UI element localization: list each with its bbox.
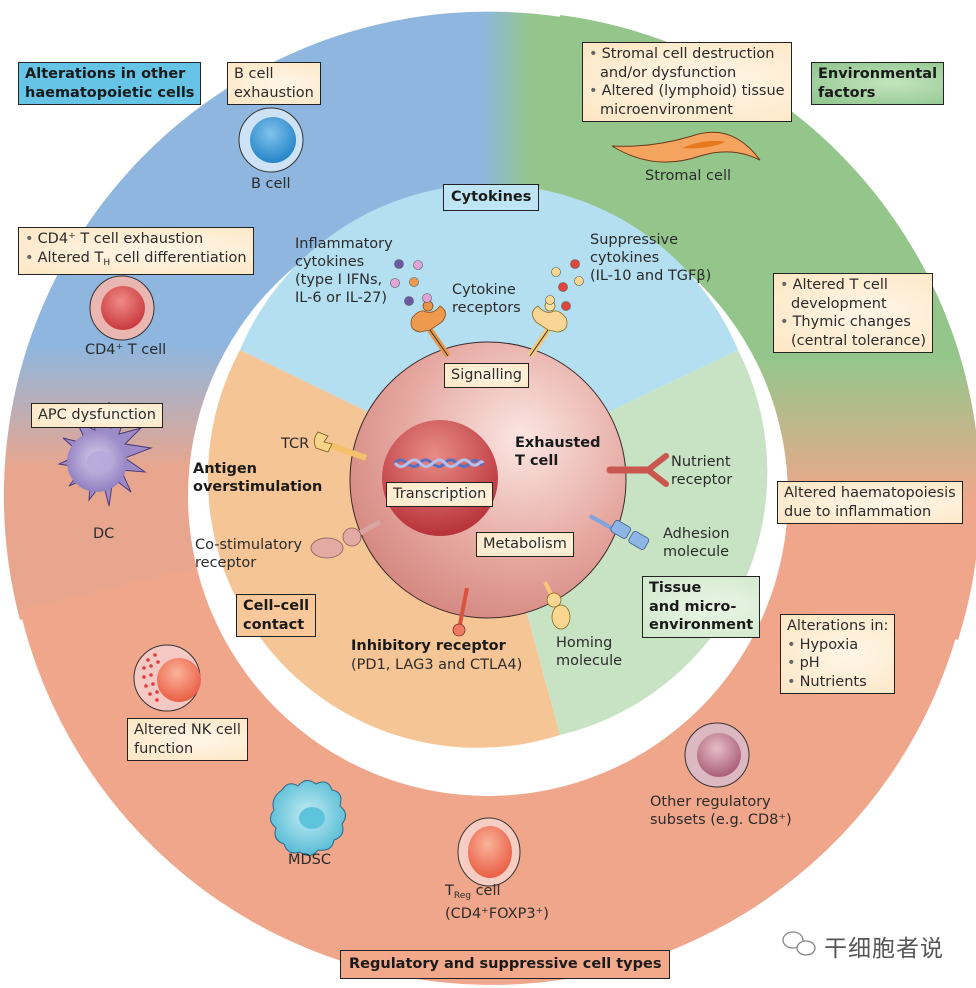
cd4-box: CD4⁺ T cell exhaustion Altered TH cell d… [18, 227, 254, 275]
b-cell-icon [238, 107, 304, 173]
tcr-icon [314, 431, 368, 461]
haematopoiesis-box: Altered haematopoiesis due to inflammati… [777, 481, 963, 524]
mdsc-label: MDSC [288, 852, 332, 868]
inflammatory-receptor-icon [410, 300, 451, 358]
cytokine-receptors-label: Cytokine receptors [452, 282, 521, 316]
tcr-label: TCR [281, 436, 310, 452]
cd4-t-cell-icon [89, 275, 155, 341]
suppressive-cytokines-label: Suppressive cytokines (IL-10 and TGFβ) [590, 232, 712, 284]
alterations-box: Alterations in: Hypoxia pH Nutrients [780, 614, 896, 694]
signalling-box: Signalling [444, 363, 529, 388]
dna-icon [393, 458, 485, 468]
nk-cell-icon [133, 644, 201, 712]
adhesion-molecule-icon [589, 514, 650, 550]
other-regulatory-cell-icon [684, 722, 750, 788]
suppressive-cytokine-dots [545, 259, 584, 311]
stromal-cell-label: Stromal cell [645, 168, 732, 184]
nucleus [382, 420, 498, 536]
cell-contact-box: Cell–cell contact [236, 594, 317, 637]
apc-dysfunction-box: APC dysfunction [31, 403, 163, 428]
inhibitory-receptor-examples: (PD1, LAG3 and CTLA4) [351, 657, 523, 673]
homing-molecule-label: Homing molecule [556, 635, 623, 669]
stromal-cell-icon [611, 131, 761, 163]
b-cell-exhaustion-box: B cell exhaustion [227, 62, 321, 105]
inhibitory-receptor-label: Inhibitory receptor [351, 638, 506, 654]
environmental-title: Environmental factors [811, 62, 945, 105]
homing-molecule-icon [543, 581, 571, 630]
inhibitory-receptor-icon [452, 587, 469, 637]
mdsc-icon [270, 780, 346, 856]
inflammatory-cytokine-dots [390, 259, 432, 306]
treg-label: TReg cell (CD4⁺FOXP3⁺) [445, 883, 549, 922]
costimulatory-label: Co-stimulatory receptor [195, 537, 303, 571]
dendritic-cell-icon [57, 401, 153, 507]
b-cell-label: B cell [251, 176, 291, 192]
nutrient-receptor-icon [606, 453, 669, 487]
inflammatory-cytokines-label: Inflammatory cytokines (type I IFNs, IL-… [295, 236, 393, 306]
watermark-text: 干细胞者说 [824, 936, 944, 962]
dc-label: DC [93, 526, 115, 542]
nutrient-receptor-label: Nutrient receptor [671, 454, 733, 488]
treg-cell-icon [457, 817, 521, 887]
adhesion-molecule-label: Adhesion molecule [663, 526, 730, 560]
haematopoietic-title: Alterations in other haematopoietic cell… [18, 62, 202, 105]
antigen-overstimulation-label: Antigen overstimulation [193, 461, 323, 495]
nk-cell-box: Altered NK cell function [127, 718, 248, 761]
other-regulatory-label: Other regulatory subsets (e.g. CD8⁺) [650, 794, 792, 828]
tissue-microenvironment-box: Tissue and micro- environment [642, 576, 761, 638]
cd4-t-cell-label: CD4⁺ T cell [85, 342, 167, 358]
costimulatory-receptor-icon [310, 519, 382, 559]
suppressive-receptor-icon [527, 300, 568, 358]
zone-cytokines [240, 184, 738, 471]
t-cell-development-box: Altered T cell development Thymic change… [773, 273, 934, 353]
wechat-icon [782, 931, 816, 956]
metabolism-box: Metabolism [476, 532, 574, 557]
cytokines-title: Cytokines [443, 184, 540, 211]
transcription-box: Transcription [386, 482, 494, 507]
exhausted-t-cell-label: Exhausted T cell [515, 435, 601, 469]
stromal-box: Stromal cell destruction and/or dysfunct… [582, 42, 792, 122]
regulatory-title: Regulatory and suppressive cell types [340, 950, 671, 979]
